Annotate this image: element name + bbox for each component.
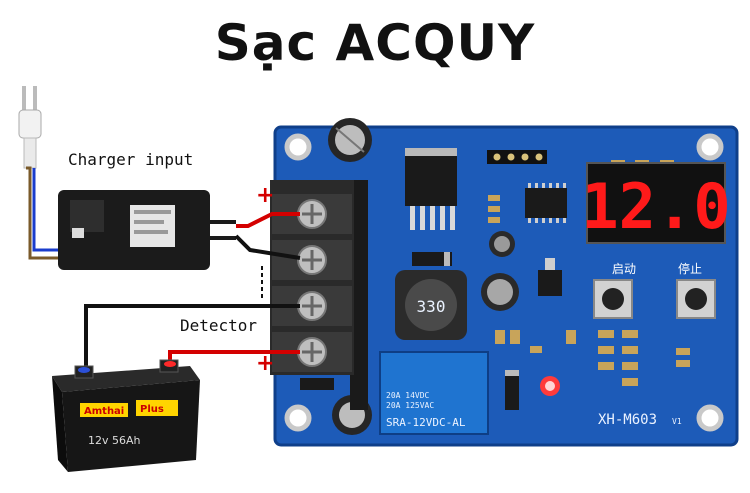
battery-badge: Plus [140, 404, 164, 415]
battery-rating: 12v 56Ah [88, 434, 141, 447]
wire-charger-positive [236, 212, 300, 228]
plus-sign-charger: + [256, 183, 274, 208]
relay-rating-2: 20A 125VAC [386, 401, 434, 410]
charger-adapter [58, 190, 236, 270]
charger-board: 330 20A 14VDC 20A 125VAC SRA-12VDC-AL 12… [273, 118, 739, 447]
battery: Amthai Plus 12v 56Ah [52, 359, 200, 472]
board-version: V1 [672, 417, 682, 426]
voltage-display: 12.0 [581, 170, 730, 243]
ac-plug [18, 86, 60, 260]
relay-rating-1: 20A 14VDC [386, 391, 430, 400]
stop-button-label: 停止 [678, 261, 702, 276]
wire-battery-negative [84, 304, 300, 370]
screw-terminal [270, 180, 368, 410]
page-title: Sạc ACQUY [214, 14, 536, 72]
inductor-marking: 330 [417, 297, 446, 316]
charger-input-label: Charger input [68, 150, 194, 169]
battery-brand: Amthai [84, 406, 124, 417]
wire-charger-negative [234, 234, 301, 260]
start-button-label: 启动 [612, 262, 636, 276]
relay-model: SRA-12VDC-AL [386, 416, 466, 429]
plus-sign-battery: + [256, 351, 274, 376]
detector-label: Detector [180, 316, 258, 335]
board-model: XH-M603 [598, 412, 657, 428]
